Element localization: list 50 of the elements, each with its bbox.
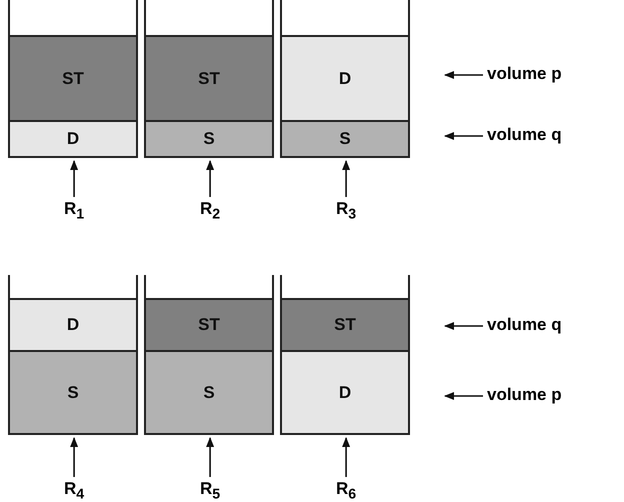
arrow [444,392,483,400]
liquid-layer [10,298,136,350]
liquid-layer [10,35,136,120]
arrow [206,437,214,477]
arrow [444,71,483,79]
layer-label: S [67,382,79,402]
container-drawing [280,275,410,435]
container-drawing [280,0,410,158]
label: volume p [487,64,562,84]
liquid-layer [146,298,272,350]
label: volume q [487,315,562,335]
arrow [70,437,78,477]
arrow [342,160,350,197]
label: volume p [487,385,562,405]
label: R$_{3}$ [336,199,356,222]
arrow [444,132,483,140]
liquid-layer [10,350,136,433]
container-drawing [8,275,138,435]
layer-label: S [203,382,215,402]
layer-label: ST [198,68,220,88]
arrow [444,322,483,330]
layer-label: D [66,315,80,335]
liquid-layer [10,120,136,156]
arrow [70,160,78,197]
liquid-layer [282,120,408,156]
label: volume q [487,125,562,145]
label: R$_{1}$ [64,199,84,222]
liquid-layer [282,35,408,120]
liquid-layer [282,298,408,350]
container-drawing [8,0,138,158]
layer-label: D [66,129,80,149]
layer-label: S [339,129,351,149]
liquid-layer [282,350,408,433]
layer-label: S [203,129,215,149]
container-drawing [144,275,274,435]
arrow [342,437,350,477]
liquid-layer [146,350,272,433]
liquid-layer [146,120,272,156]
label: R$_{6}$ [336,479,356,502]
container-drawing [144,0,274,158]
arrow [206,160,214,197]
label: R$_{5}$ [200,479,220,502]
layer-label: D [338,382,352,402]
layer-label: ST [334,315,356,335]
label: R$_{2}$ [200,199,220,222]
layer-label: D [338,68,352,88]
layer-label: ST [62,68,84,88]
liquid-layer [146,35,272,120]
layer-label: ST [198,315,220,335]
label: R$_{4}$ [64,479,84,502]
